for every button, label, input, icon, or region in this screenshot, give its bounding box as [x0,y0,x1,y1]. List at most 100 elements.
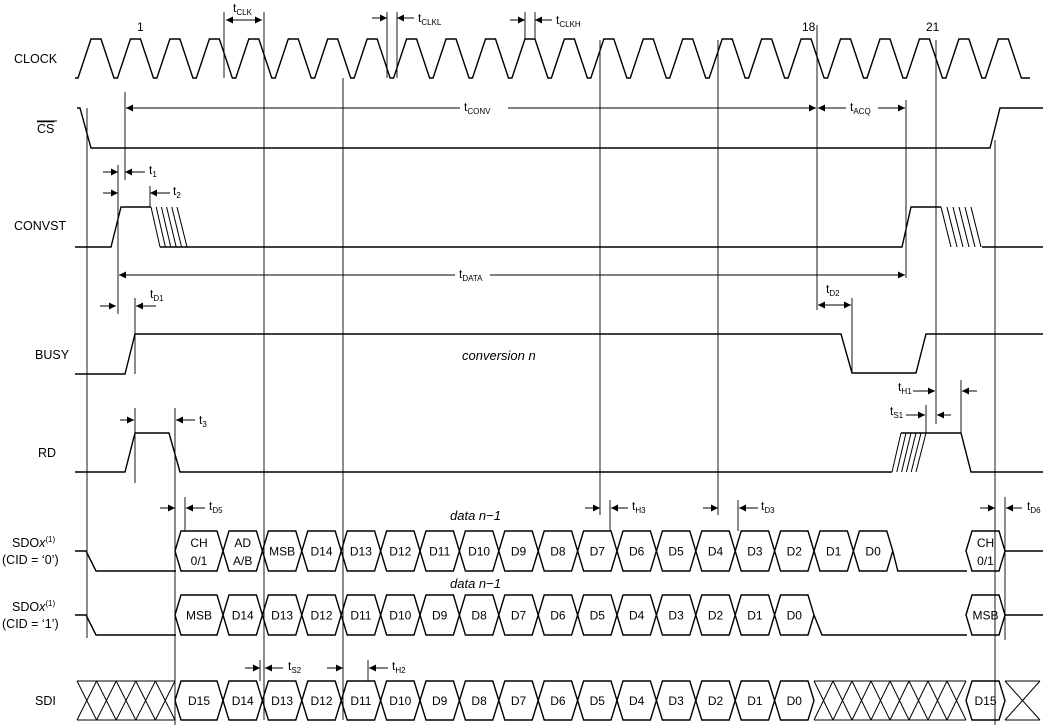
sdi-cell-label: D3 [668,694,684,708]
clock-pulse-21-label: 21 [926,20,940,34]
reference-lines [86,12,1006,725]
sdi-dont-care [115,680,137,721]
cs-waveform [77,107,1043,149]
sdi-dont-care [1004,680,1041,721]
t-d5-label: tD5 [209,499,223,515]
sdi-cell-label: D6 [550,694,566,708]
sdi-dont-care [96,680,117,721]
sdo-cid0-cell-label: D7 [590,545,606,559]
sdo-cid0-next-cell-label: CH [977,536,994,550]
t-s1-label: tS1 [890,404,904,420]
sdo-cid0-cell-label: 0/1 [191,554,208,568]
sdi-dont-care [946,680,967,721]
sdo-cid0-cell-label: D5 [668,545,684,559]
t-acq-label: tACQ [850,100,871,116]
sdo-cid1-cell-label: D6 [550,609,566,623]
sdo-cid0-label: SDOx(1) [12,535,55,550]
sdi-cell-label: D11 [350,694,371,708]
sdi-dont-care [76,680,98,721]
sdo-cid1-idle [813,614,967,636]
convst-hatch-line [155,206,166,248]
t-conv-label: tCONV [464,100,491,116]
timing-arrows [100,14,1022,672]
t-d3-label: tD3 [761,499,775,515]
convst-hatch-line [171,206,183,248]
sdo-cid0-cell-label: D12 [389,545,411,559]
sdo-cid0-cell-label: D6 [629,545,645,559]
sdo-cid0-cell-label: D2 [787,545,803,559]
sdo-cid0-cell-label: D4 [708,545,724,559]
busy-label: BUSY [35,348,70,362]
data-cid1-annotation: data n−1 [450,576,501,591]
sdi-cell-label: D15 [188,694,210,708]
sdi-cell-label: D4 [629,694,645,708]
sdi-dont-care [813,680,834,721]
sdo-cid0-cell-label: AD [234,536,251,550]
sdi-dont-care [832,680,853,721]
t-3-label: t3 [199,413,207,429]
sdi-next-cell-label: D15 [974,694,996,708]
convst-hatch-line [952,206,964,248]
sdo-cid1-label: SDOx(1) [12,599,55,614]
t-clkh-label: tCLKH [556,13,581,29]
sdo-cid1-cell-label: D8 [471,609,487,623]
t-d2-label: tD2 [826,282,840,298]
sdi-cell-label: D1 [747,694,763,708]
rd-waveform [75,432,1043,473]
sdo-cid1-cell-label: D4 [629,609,645,623]
sdo-cid1-lead [75,614,176,636]
sdo-cid0-cell-label: D0 [865,545,881,559]
sdo-cid1-cell-label: D0 [787,609,803,623]
sdi-dont-care [889,680,910,721]
t-clk-label: tCLK [233,1,253,17]
rd-hatch-line [896,432,907,473]
sdi-cell-label: D2 [708,694,724,708]
sdo-cid0-cell-label: D3 [747,545,763,559]
t-d1-label: tD1 [150,287,164,303]
sdo-cid0-cell-label: D14 [310,545,332,559]
cs-label: CS [37,122,54,136]
sdo-cid0-cell-label: D1 [826,545,842,559]
sdi-cell [773,680,815,721]
sdi-cell-label: D10 [389,694,411,708]
convst-hatch-line [150,206,161,248]
sdi-dont-care [908,680,929,721]
convst-hatch-line [176,206,188,248]
sdo-cid1-cell-label: D10 [389,609,411,623]
sdi-next-cell [965,680,1006,721]
sdi-cell-label: D14 [232,694,254,708]
sdo-cid0-cell-label: D11 [429,545,450,559]
t-h1-label: tH1 [898,380,912,396]
convst-hatch-line [970,206,982,248]
sdi-cell-label: D5 [590,694,606,708]
convst-hatch-line [940,206,952,248]
sdo-cid1-cell-label: D11 [350,609,371,623]
rd-hatch-line [905,432,917,473]
sdo-cid1-cell-label: D14 [232,609,254,623]
rd-hatch-line [891,432,902,473]
rd-hatch-line [915,432,927,473]
sdo-cid1-cell-label: D13 [271,609,293,623]
convst-label: CONVST [14,219,66,233]
sdo-cid1-cell-label: D7 [511,609,527,623]
t-h3-label: tH3 [632,499,646,515]
rd-hatch-line [901,432,912,473]
sdo-cid0-next-cell-label: 0/1 [977,554,994,568]
sdi-dont-care [135,680,156,721]
sdo-cid1-cell-label: D2 [708,609,724,623]
sdo-cid0-cell-label: D9 [511,545,527,559]
sdi-cell-label: D0 [787,694,803,708]
sdi-dont-care [77,680,175,721]
convst-hatch-line [160,206,172,248]
convst-hatch-line [166,206,177,248]
sdi-cell-label: D9 [432,694,448,708]
sdo-cid0-cell-label: D10 [468,545,490,559]
sdi-dont-care [927,680,948,721]
sdo-cid1-cell-label: D1 [747,609,763,623]
sdo-cid1-condition: (CID = ‘1’) [2,617,59,631]
t-2-label: t2 [173,184,181,200]
rd-label: RD [38,446,56,460]
t-data-label: tDATA [459,267,483,283]
t-h2-label: tH2 [392,659,406,675]
